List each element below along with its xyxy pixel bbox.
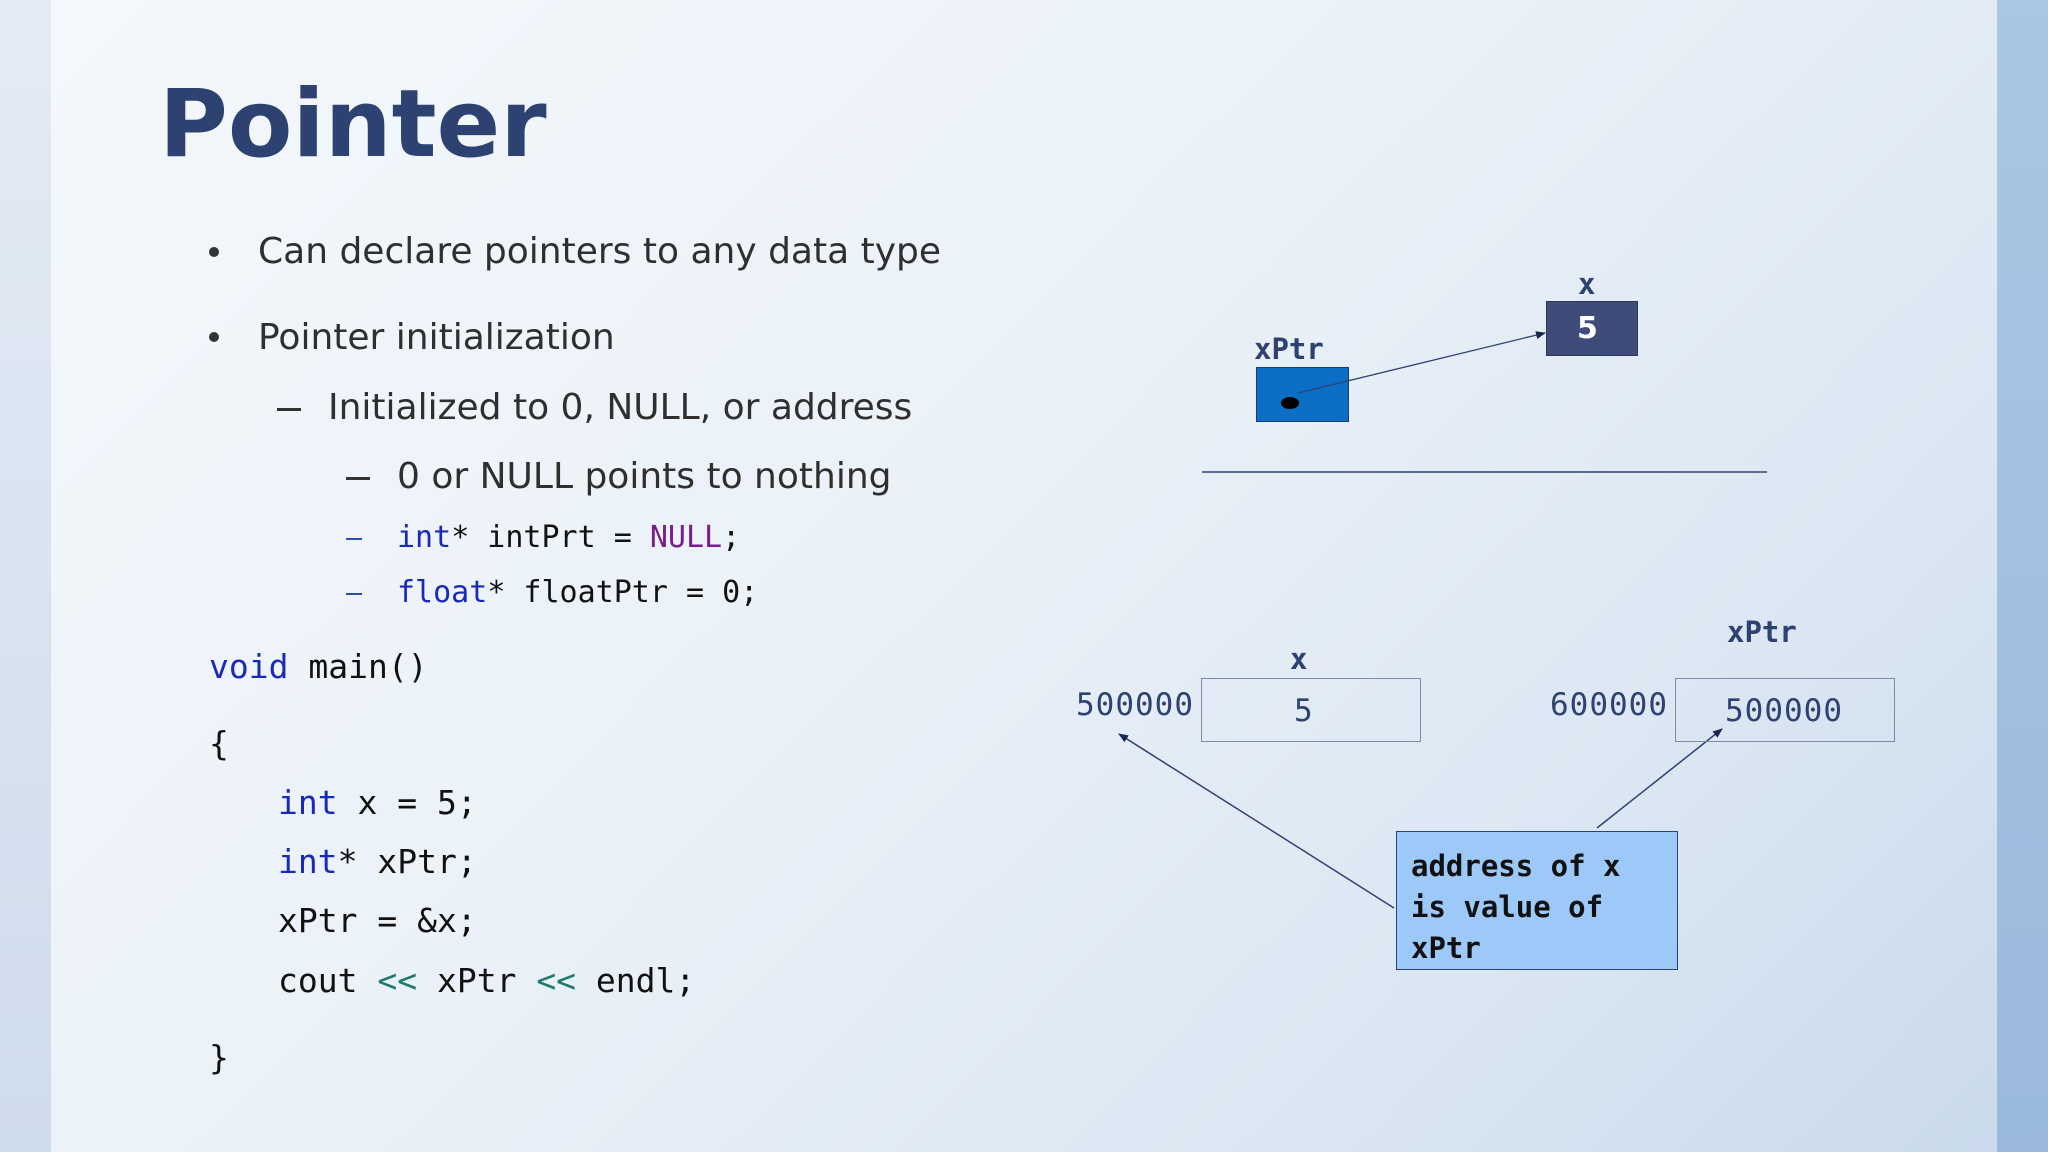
top-x-box: 5 [1546, 301, 1638, 356]
code-text: * xPtr; [337, 842, 477, 881]
top-x-value: 5 [1577, 311, 1598, 346]
code-line-cout: cout << xPtr << endl; [278, 964, 695, 997]
keyword: int [278, 783, 338, 822]
bottom-ptr-value: 500000 [1725, 693, 1843, 729]
keyword: float [397, 575, 488, 610]
code-text: ; [722, 520, 741, 555]
code-text: endl; [576, 961, 696, 1000]
sub-bullet-2: 0 or NULL points to nothing [397, 456, 892, 497]
ptr-address: 600000 [1550, 687, 1668, 723]
pointer-arrow [1297, 331, 1546, 394]
code-dash [346, 538, 362, 540]
stream-operator: << [536, 961, 577, 1000]
code-line-float: float* floatPtr = 0; [397, 578, 758, 608]
code-dash [346, 593, 362, 595]
bullet-dot [209, 247, 219, 257]
callout-arrow-ptr [1596, 728, 1723, 829]
close-brace: } [209, 1038, 229, 1077]
stream-operator: << [377, 961, 418, 1000]
null-keyword: NULL [649, 520, 723, 555]
right-margin [1997, 0, 2048, 1152]
sub-bullet-dash [277, 408, 301, 411]
bullet-1: Can declare pointers to any data type [258, 231, 942, 272]
top-ptr-box [1256, 367, 1349, 422]
main-signature: void main() [209, 650, 428, 683]
sub-bullet-dash [346, 477, 370, 480]
code-text: xPtr [417, 961, 537, 1000]
left-margin [0, 0, 51, 1152]
bottom-x-value: 5 [1294, 693, 1313, 729]
top-x-label: x [1578, 267, 1596, 301]
code-text: * floatPtr = 0; [487, 575, 759, 610]
slide-title: Pointer [159, 70, 547, 179]
open-brace: { [209, 724, 229, 763]
callout-box: address of x is value of xPtr [1396, 831, 1678, 970]
code-line-int-x: int x = 5; [278, 786, 477, 819]
keyword: void [209, 647, 289, 686]
bottom-x-box: 5 [1201, 678, 1421, 742]
callout-arrow-x [1118, 733, 1395, 909]
code-text: cout [278, 961, 378, 1000]
pointer-dot [1281, 397, 1299, 409]
code-line-null: int* intPrt = NULL; [397, 523, 740, 553]
code-text: x = 5; [337, 783, 477, 822]
keyword: int [278, 842, 338, 881]
x-address: 500000 [1076, 687, 1194, 723]
code-text: * intPrt = [451, 520, 650, 555]
sub-bullet-1: Initialized to 0, NULL, or address [328, 387, 913, 428]
bullet-dot [209, 332, 219, 342]
code-text: main() [288, 647, 428, 686]
bottom-ptr-label: xPtr [1727, 615, 1797, 649]
bottom-x-label: x [1290, 642, 1308, 676]
keyword: int [397, 520, 452, 555]
bottom-ptr-box: 500000 [1675, 678, 1895, 742]
code-line-assign: xPtr = &x; [278, 901, 477, 940]
code-line-int-ptr: int* xPtr; [278, 845, 477, 878]
top-ptr-label: xPtr [1254, 332, 1324, 366]
bullet-2: Pointer initialization [258, 317, 615, 358]
